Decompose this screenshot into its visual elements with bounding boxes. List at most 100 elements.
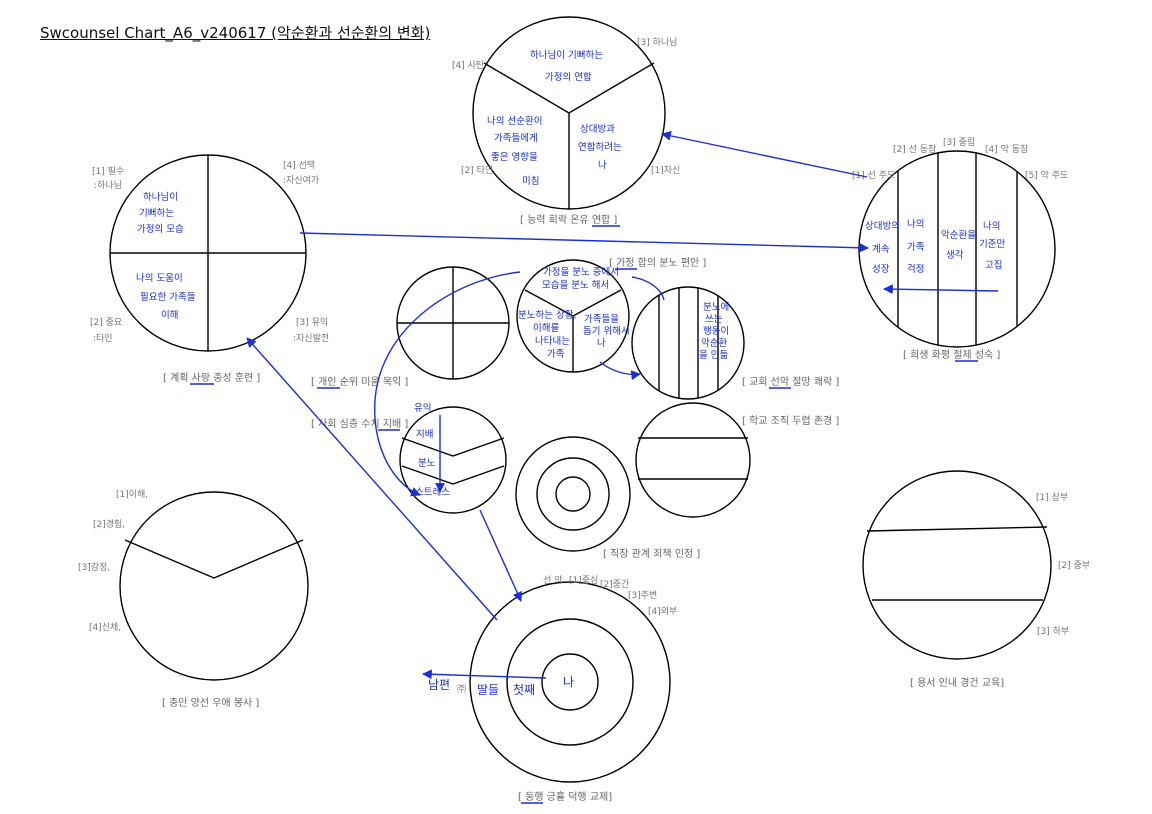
note-church-5: 을 만듦	[699, 350, 728, 361]
note-family-top-2: 모습을 분노 해서	[542, 279, 609, 291]
label-mid: [2] 중부	[1058, 560, 1090, 571]
label-evil-lead: [5] 악 주도	[1025, 169, 1068, 181]
label-others: [2] 타인	[461, 165, 493, 176]
fullness-chevron-circle	[119, 491, 309, 681]
label-experience: [2]경험,	[93, 518, 125, 530]
label-neutral: [3] 중립	[943, 137, 975, 148]
note-c1-2: 계속	[872, 243, 890, 255]
note-top-1: 하나님이 기뻐하는	[530, 49, 603, 61]
arrow-sacrifice-to-relationship	[661, 131, 868, 178]
relationship-circle	[472, 16, 666, 210]
label-important-sub: :타인	[93, 333, 113, 344]
note-family-left-2: 이해를	[533, 322, 559, 334]
note-c1-3: 성장	[872, 264, 890, 275]
note-family-top-1: 가정을 분노 중에서	[543, 267, 619, 278]
page-title: Swcounsel Chart_A6_v240617 (악순환과 선순환의 변화…	[40, 24, 431, 42]
label-benefit: [3] 유익	[296, 316, 328, 328]
note-family-left-4: 가족	[547, 349, 565, 360]
note-right-3: 나	[598, 160, 607, 171]
note-q3-2: 필요한 가족들	[140, 291, 196, 303]
label-essential-sub: :하나님	[94, 180, 122, 191]
arrow-family-to-church-bottom	[599, 361, 641, 381]
label-good-evil: 선 악	[543, 574, 562, 586]
note-self: 나	[563, 675, 574, 689]
note-church-1: 분노에	[703, 302, 729, 313]
companion-target-circle	[469, 581, 671, 783]
note-left-1: 나의 선순환이	[487, 115, 542, 127]
caption-left-plan: [ 계획 사랑 충성 훈련 ]	[163, 371, 260, 384]
note-daughters: 딸들	[477, 683, 499, 697]
label-choice-sub: :자신여가	[283, 174, 319, 186]
family-circle	[516, 259, 630, 373]
note-c3-2: 생각	[946, 249, 964, 261]
forgiveness-band-circle	[862, 470, 1052, 660]
caption-bottom-right: [ 용서 인내 경건 교육]	[910, 676, 1004, 689]
arrow-plan-to-sacrifice	[299, 232, 869, 253]
note-q3-1: 나의 도움이	[136, 273, 183, 284]
caption-mid-personal: [ 개인 순위 미움 목익 ]	[311, 375, 408, 388]
school-band-circle	[635, 402, 751, 518]
label-essential: [1] 필수	[92, 165, 124, 177]
label-good-lead: [1] 선 주도	[852, 170, 895, 181]
note-family-right-3: 나	[597, 338, 606, 349]
caption-mid-society: [ 사회 심층 수치 지배 ]	[311, 418, 408, 430]
caption-top: [ 능력 회락 온유 연합 ]	[520, 214, 617, 226]
note-c1-1: 상대방의	[865, 221, 900, 232]
note-society-3: 분노	[418, 458, 436, 469]
label-self: [1]자신	[651, 165, 680, 176]
note-top-2: 가정의 연합	[545, 72, 592, 83]
note-society-1: 유익	[414, 402, 431, 414]
personal-quadrant-circle	[396, 266, 510, 380]
note-c4-3: 고집	[985, 259, 1002, 271]
label-benefit-sub: :자신발전	[293, 333, 329, 344]
caption-right-sacrifice: [ 희생 화평 절제 성숙 ]	[903, 348, 1000, 361]
note-left-2: 가족들에게	[494, 133, 538, 144]
label-upper: [1] 상부	[1036, 492, 1068, 503]
note-family-left-3: 나타내는	[535, 336, 570, 347]
plan-quadrant-circle	[109, 154, 307, 352]
label-evil-join: [4] 악 동참	[985, 143, 1028, 155]
label-middle: [2]중간	[600, 579, 629, 590]
label-center: [1]중심	[569, 575, 598, 586]
note-right-1: 상대방과	[580, 124, 615, 135]
label-god: [3] 하나님	[637, 37, 677, 48]
arrow-family-loop-left	[374, 271, 521, 497]
note-society-4: 스트레스	[415, 487, 450, 498]
note-right-2: 연합하려는	[578, 141, 622, 153]
note-church-2: 쓰는	[705, 314, 723, 325]
label-periphery: [3]주변	[628, 590, 657, 601]
note-husband: 남편	[428, 678, 450, 692]
church-stripe-circle	[631, 286, 745, 400]
note-c2-1: 나의	[907, 219, 924, 230]
label-understanding: [1]이해,	[116, 489, 148, 500]
caption-mid-school: [ 학교 조직 두렵 존경 ]	[742, 414, 839, 427]
caption-mid-church: [ 교회 선악 절망 쾌락 ]	[742, 375, 839, 388]
caption-bottom-left: [ 충만 양선 우애 봉사 ]	[162, 697, 259, 709]
arrow-society-to-companion	[479, 509, 522, 602]
arrow-family-to-church-top	[631, 276, 665, 301]
note-society-2: 지배	[416, 429, 433, 440]
note-q1-2: 기뻐하는	[139, 207, 174, 219]
sacrifice-stripe-circle	[858, 150, 1056, 348]
label-important: [2] 중요	[90, 317, 122, 328]
arrow-right-internal	[883, 284, 999, 295]
society-chevron-circle	[399, 406, 507, 514]
note-first-daughter: 첫째	[513, 683, 535, 697]
note-c2-2: 가족	[907, 242, 925, 253]
note-mark: ㈜	[457, 683, 466, 695]
note-family-left-1: 분노하는 상황,	[518, 309, 576, 321]
arrow-companion-to-plan	[246, 337, 498, 621]
label-satan: [4] 사탄	[452, 60, 484, 71]
note-c4-2: 기준만	[979, 239, 1005, 250]
label-good-join: [2] 선 동참	[893, 144, 936, 155]
caption-bottom-center: [ 동행 긍휼 덕행 교제]	[518, 790, 612, 803]
note-left-3: 좋은 영향을	[491, 151, 538, 163]
caption-mid-family: [ 가정 합의 분노 편안 ]	[609, 257, 706, 269]
label-lower: [3] 하부	[1037, 626, 1069, 637]
note-family-right-2: 돕기 위해서	[583, 325, 630, 337]
label-choice: [4] 선택	[283, 160, 315, 171]
note-family-right-1: 가족들을	[584, 314, 619, 325]
label-body: [4]신체,	[89, 622, 121, 633]
note-church-4: 악순환	[701, 337, 727, 349]
